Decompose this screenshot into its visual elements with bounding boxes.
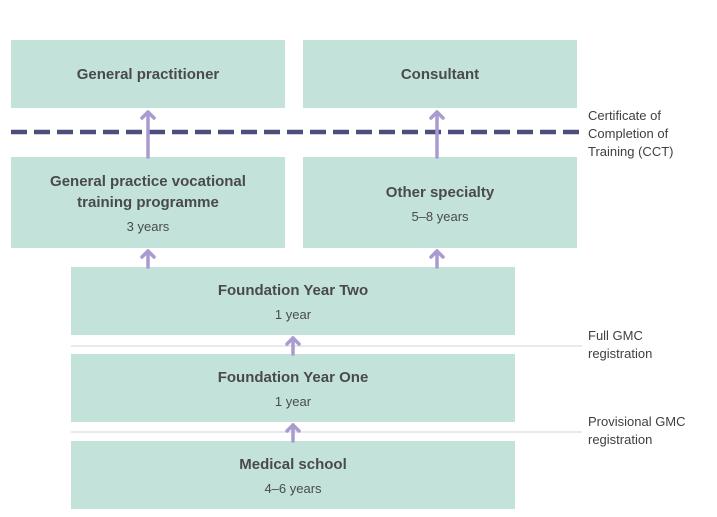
foundation-year-one-duration: 1 year [274, 394, 312, 409]
arrow-fy2-to-other-specialty [429, 249, 445, 269]
arrow-fy1-to-fy2 [285, 336, 301, 356]
gp-training-duration: 3 years [126, 219, 170, 234]
provisional-gmc-label-line1: Provisional GMC [588, 414, 686, 429]
arrow-medschool-to-fy1 [285, 423, 301, 443]
arrow-gp-training-to-gp [140, 110, 156, 159]
foundation-year-two-box: Foundation Year Two 1 year [71, 267, 515, 335]
consultant-title: Consultant [400, 65, 480, 83]
general-practitioner-title: General practitioner [76, 65, 220, 83]
cct-label-line1: Certificate of [588, 108, 661, 123]
full-gmc-label-line2: registration [588, 346, 653, 361]
cct-label-line2: Completion of [588, 126, 669, 141]
cct-label: Certificate of Completion of Training (C… [588, 107, 673, 161]
general-practitioner-box: General practitioner [11, 40, 285, 108]
arrow-fy2-to-gp-training [140, 249, 156, 269]
consultant-box: Consultant [303, 40, 577, 108]
other-specialty-duration: 5–8 years [411, 208, 469, 224]
foundation-year-two-title: Foundation Year Two [217, 282, 369, 299]
foundation-year-one-title: Foundation Year One [217, 369, 369, 386]
gp-training-box: General practice vocational training pro… [11, 157, 285, 248]
other-specialty-title: Other specialty [385, 183, 495, 201]
foundation-year-two-duration: 1 year [274, 307, 312, 322]
full-gmc-label-line1: Full GMC [588, 328, 643, 343]
provisional-gmc-label: Provisional GMC registration [588, 413, 686, 449]
medical-school-duration: 4–6 years [264, 481, 322, 496]
full-gmc-label: Full GMC registration [588, 327, 652, 363]
medical-school-title: Medical school [239, 456, 347, 473]
gp-training-title-line1: General practice vocational [50, 173, 246, 190]
medical-school-box: Medical school 4–6 years [71, 441, 515, 509]
gp-training-title-line2: training programme [77, 194, 219, 211]
cct-label-line3: Training (CCT) [588, 144, 674, 159]
provisional-gmc-label-line2: registration [588, 432, 653, 447]
other-specialty-box: Other specialty 5–8 years [303, 157, 577, 248]
foundation-year-one-box: Foundation Year One 1 year [71, 354, 515, 422]
arrow-other-specialty-to-consultant [429, 110, 445, 159]
